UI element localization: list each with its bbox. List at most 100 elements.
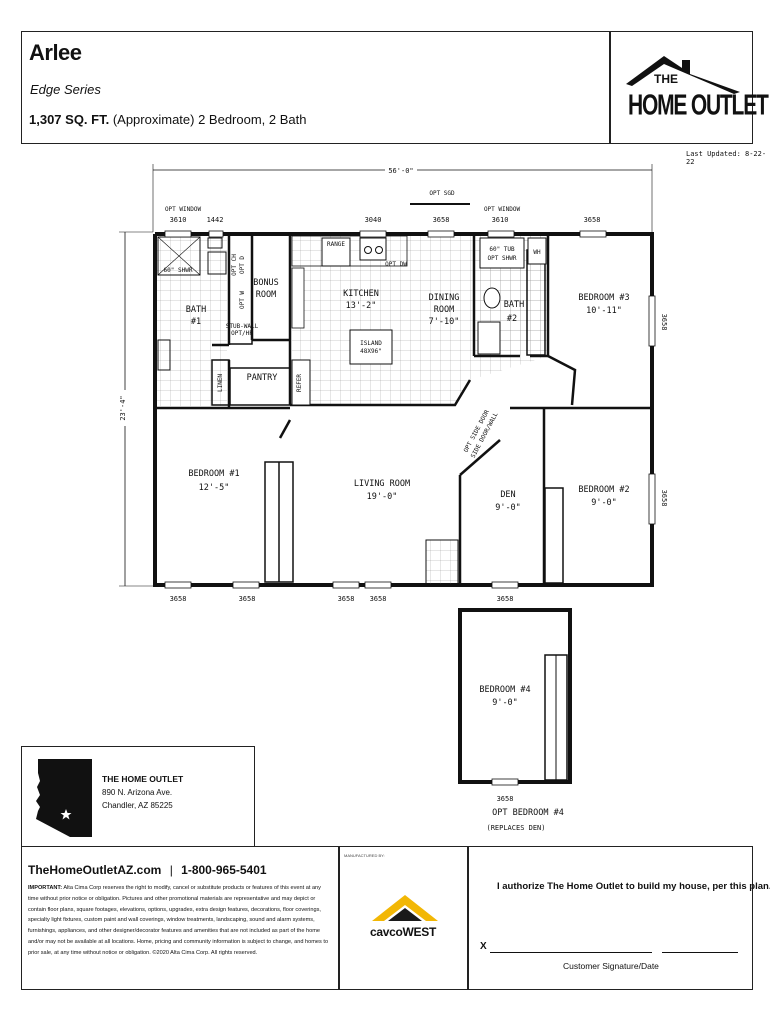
sqft-value: 1,307 SQ. FT. [29,112,110,127]
header-divider [609,32,611,143]
bath2-tub [479,237,525,269]
wh-label: WH [533,249,541,256]
window-size-bottom-3: 3658 [338,595,355,603]
dealer-address: THE HOME OUTLET 890 N. Arizona Ave. Chan… [102,773,183,812]
window-size-top-1: 3610 [170,216,187,224]
window-size-top-5: 3610 [492,216,509,224]
bedroom3-size: 10'-11" [586,306,622,316]
floor-plan: 56'-0" 23'-4" OPT WINDOW OPT SGD OPT WIN… [119,164,668,832]
linen-label: LINEN [217,374,224,392]
bath1-toilet [207,237,223,249]
square-footage: 1,307 SQ. FT. (Approximate) 2 Bedroom, 2… [29,112,306,127]
closets [211,233,564,584]
window-size-top-4: 3658 [433,216,450,224]
living-label: LIVING ROOM [354,479,410,489]
footer-box: TheHomeOutletAZ.com | 1-800-965-5401 IMP… [21,846,770,990]
manufactured-by-label: MANUFACTURED BY: [344,853,385,858]
overall-width-label: 56'-0" [388,167,413,175]
overall-depth-label: 23'-4" [119,395,127,420]
bath2-number: #2 [507,314,517,324]
dining-size: 7'-10" [429,317,460,327]
living-size: 19'-0" [367,492,398,502]
dining-label: DINING [429,293,460,303]
den-size: 9'-0" [495,503,521,513]
website-link[interactable]: TheHomeOutletAZ.com [28,863,162,877]
bath2-label: BATH [504,300,524,310]
legal-disclaimer: IMPORTANT: Alta Cima Corp reserves the r… [28,883,332,959]
bedroom4-size: 9'-0" [492,698,518,708]
window-size-bottom-1: 3658 [170,595,187,603]
bath1-vanity [157,339,171,371]
footer-divider-1 [338,847,340,989]
bonus-label-2: ROOM [256,290,276,300]
kitchen-size: 13'-2" [346,301,377,311]
opt-sgd-label: OPT SGD [429,190,455,197]
refrigerator [291,359,311,406]
tub-label-2: OPT SHWR [488,255,517,262]
overall-depth-dimension: 23'-4" [119,231,153,587]
refer-label: REFER [296,374,303,392]
window-size-top-2: 1442 [207,216,224,224]
den-label: DEN [500,490,515,500]
opt-bedroom4-plan [458,608,572,786]
opt-window-left-label: OPT WINDOW [165,206,202,213]
bath1-tile-floor [157,236,227,406]
stub-wall-label: STUB-WALL [226,323,259,330]
bottom-windows [164,581,519,589]
opt-dw-label: OPT DW [385,261,407,268]
range-label: RANGE [327,241,345,248]
cavco-west-text: cavcoWEST [370,925,436,939]
bedroom1-label: BEDROOM #1 [188,469,239,479]
address-box: THE HOME OUTLET 890 N. Arizona Ave. Chan… [21,746,255,846]
kitchen-island [349,329,393,365]
kitchen-counter [291,235,408,267]
bath2-toilet [483,287,501,309]
footer-divider-2 [467,847,469,989]
island-size: 48X96" [360,348,382,355]
dealer-street: 890 N. Arizona Ave. [102,788,173,797]
mountain-logo-icon [372,895,438,921]
pantry-label: PANTRY [247,373,278,383]
entry-landing [425,539,459,585]
series-name: Edge Series [30,82,101,97]
contact-line: TheHomeOutletAZ.com | 1-800-965-5401 [28,863,267,877]
important-label: IMPORTANT: [28,885,63,891]
bedroom2-label: BEDROOM #2 [578,485,629,495]
home-outlet-logo: THE HOME OUTLET [622,48,769,128]
overall-width-dimension: 56'-0" [152,164,653,232]
signature-line[interactable] [490,952,652,953]
window-size-top-3: 3040 [365,216,382,224]
bonus-label: BONUS [253,278,279,288]
logo-the: THE [654,72,678,86]
range [321,237,351,267]
window-size-top-6: 3658 [584,216,601,224]
dining-label-2: ROOM [434,305,454,315]
arizona-state-icon [36,759,92,837]
top-windows [164,230,607,238]
opt-d-label: OPT D [239,256,246,274]
last-updated: Last Updated: 8-22-22 [686,150,767,166]
bedroom4-label: BEDROOM #4 [479,685,530,695]
bedroom2-size: 9'-0" [591,498,617,508]
stub-wall-label-2: OPT/HP [231,330,253,337]
water-heater [527,237,547,265]
legal-text: Alta Cima Corp reserves the right to mod… [28,885,329,956]
authorization-statement: I authorize The Home Outlet to build my … [497,881,770,892]
shower-label: 60" SHWR [164,267,193,274]
dealer-city: Chandler, AZ 85225 [102,801,173,810]
opt-w-label: OPT W [239,291,246,309]
opt-ch-label: OPT CH [231,254,238,276]
window-size-right-1: 3658 [660,314,668,331]
plan-title: Arlee [29,40,82,65]
kitchen-sink [359,237,387,261]
replaces-den-label: (REPLACES DEN) [486,824,545,832]
signature-x-mark: X [480,941,487,952]
date-line[interactable] [662,952,738,953]
phone-number[interactable]: 1-800-965-5401 [181,863,267,877]
bedroom3-label: BEDROOM #3 [578,293,629,303]
window-size-right-2: 3658 [660,490,668,507]
window-size-bottom-4: 3658 [370,595,387,603]
logo-home-outlet: HOME OUTLET [628,90,769,122]
sqft-detail: (Approximate) 2 Bedroom, 2 Bath [112,112,307,127]
opt-window-right-label: OPT WINDOW [484,206,521,213]
